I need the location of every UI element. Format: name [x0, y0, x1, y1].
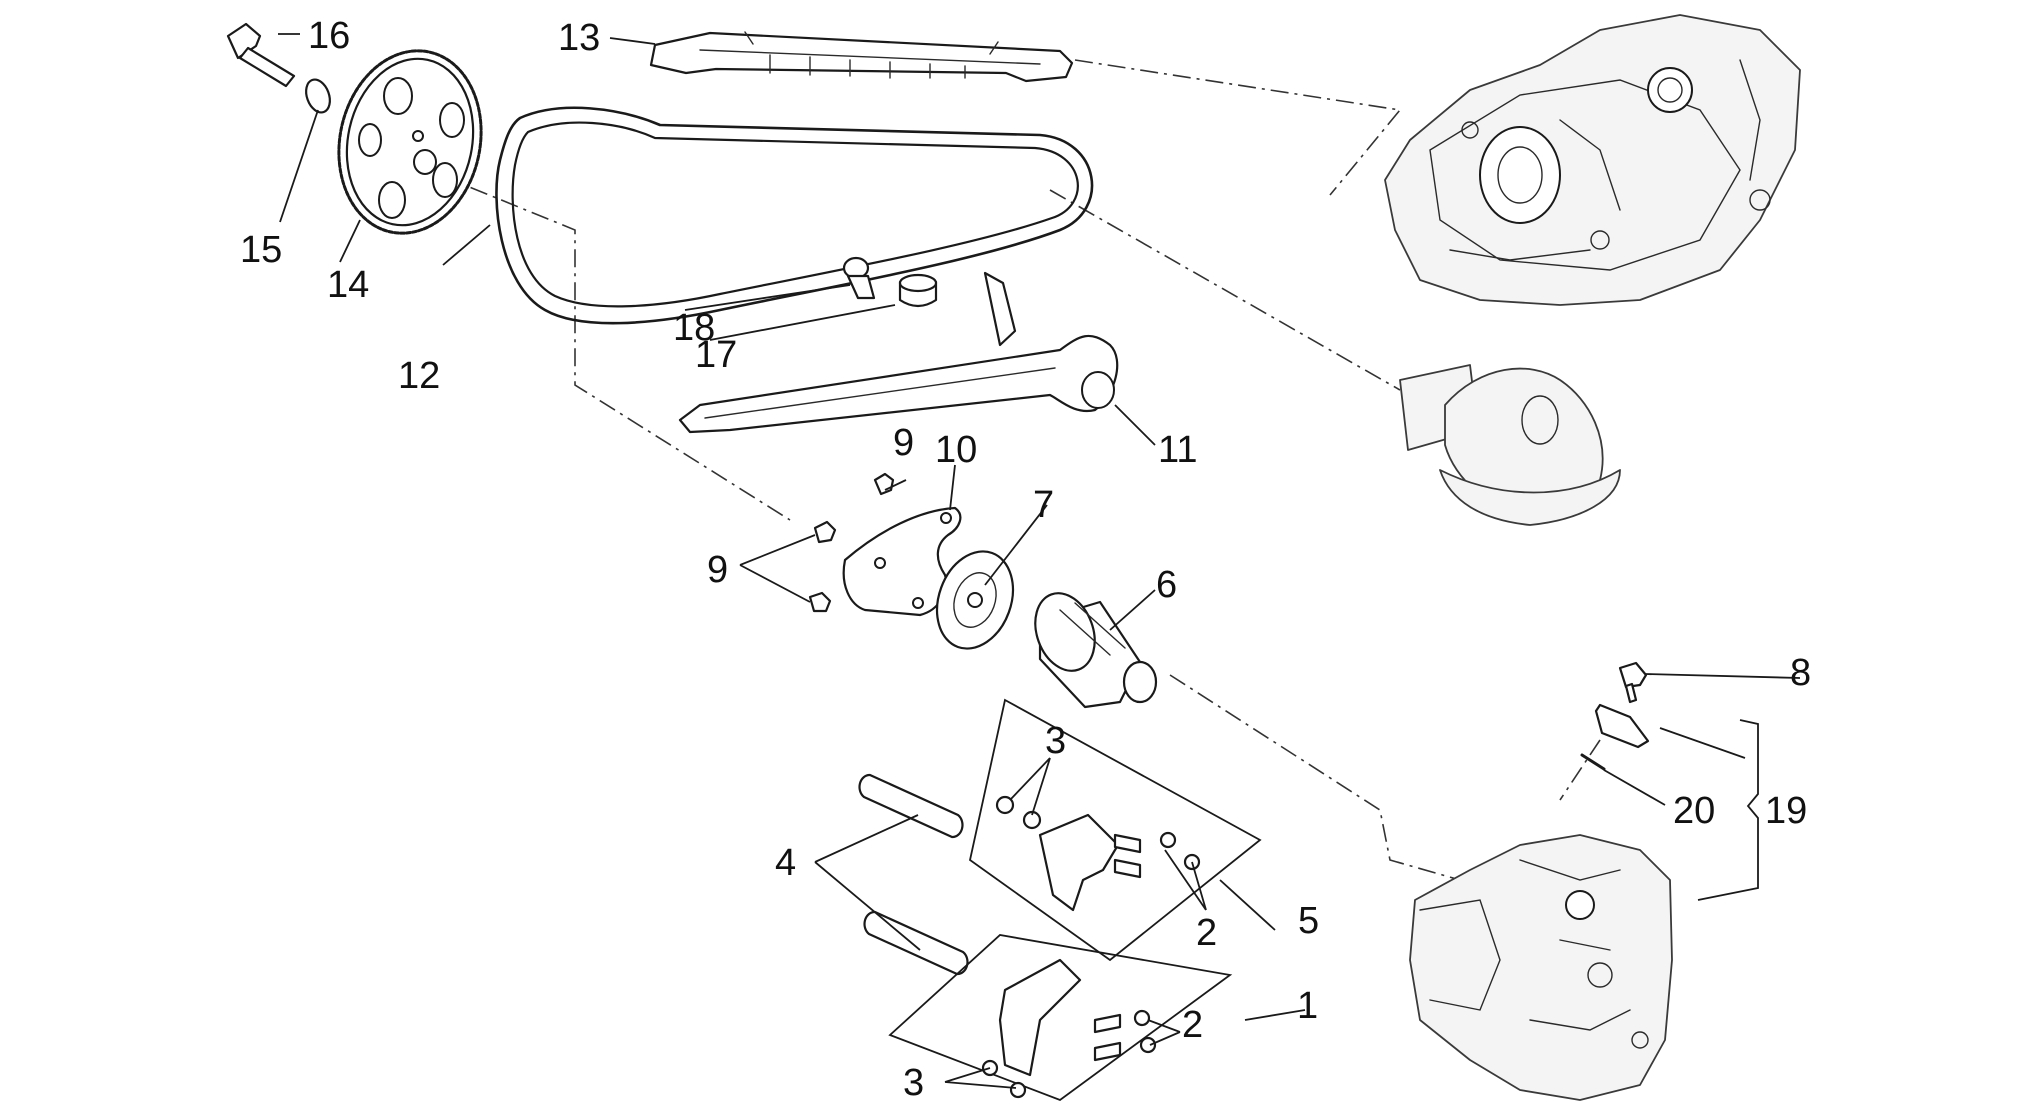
part-17-bushing	[898, 273, 938, 308]
callout-4: 4	[775, 842, 796, 884]
callout-2-upper: 2	[1196, 912, 1217, 954]
callout-2-lower: 2	[1182, 1004, 1203, 1046]
callout-11: 11	[1158, 429, 1197, 471]
part-6-camshaft	[1034, 592, 1158, 709]
callout-13: 13	[558, 17, 600, 59]
callout-7: 7	[1033, 484, 1054, 526]
callout-16: 16	[308, 15, 350, 57]
part-13-upper-chain-guide	[649, 31, 1074, 83]
callout-9-top: 9	[893, 422, 914, 464]
callout-1: 1	[1297, 985, 1318, 1027]
part-1-rocker-assembly	[888, 934, 1233, 1102]
crankcase-illustration	[1384, 14, 1801, 306]
callout-9-left: 9	[707, 549, 728, 591]
callout-5: 5	[1298, 900, 1319, 942]
callout-3-lower: 3	[903, 1062, 924, 1104]
callout-12: 12	[398, 355, 440, 397]
part-16-bolt	[226, 22, 296, 88]
callout-18: 18	[673, 307, 715, 349]
callout-6: 6	[1156, 564, 1177, 606]
part-15-washer	[305, 78, 331, 114]
part-18-pin	[842, 256, 876, 300]
callout-labels: 16 15 14 12 13 18 17 11 9 10 7 6 9 8 19 …	[240, 15, 1811, 1104]
callout-8: 8	[1790, 652, 1811, 694]
part-8-screw	[1618, 661, 1648, 704]
part-7-disc	[935, 550, 1015, 650]
callout-15: 15	[240, 229, 282, 271]
part-10-tensioner-plate	[842, 506, 962, 617]
crankshaft-illustration	[1399, 364, 1621, 526]
callout-17: 17	[695, 334, 737, 376]
part-20-oring	[1580, 753, 1606, 771]
part-19-sensor	[1594, 703, 1650, 749]
cylinder-head-illustration	[1409, 834, 1673, 1101]
callout-19: 19	[1765, 790, 1807, 832]
leader-lines	[278, 33, 1801, 1089]
bracket-19	[1697, 719, 1759, 901]
part-11-tensioner-guide	[678, 271, 1119, 434]
callout-10: 10	[935, 429, 977, 471]
part-14-cam-sprocket	[337, 49, 483, 235]
callout-3-upper: 3	[1045, 720, 1066, 762]
assembly-lines	[439, 59, 1601, 881]
callout-20: 20	[1673, 790, 1715, 832]
callout-14: 14	[327, 264, 369, 306]
